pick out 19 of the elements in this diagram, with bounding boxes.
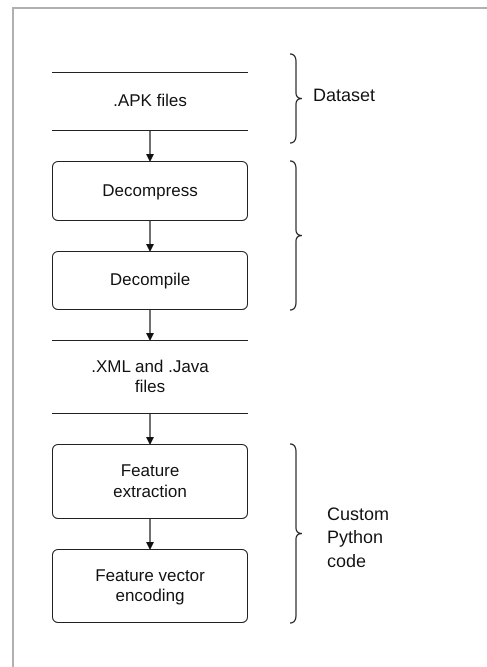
process-box [52, 161, 248, 221]
group-label: Dataset [313, 84, 376, 107]
data-store [52, 340, 248, 414]
node-label: Decompress [101, 180, 199, 202]
node-label: Decompile [108, 270, 192, 291]
group-label: Custom Python code [327, 503, 390, 573]
arrow [146, 131, 154, 162]
arrow [146, 221, 154, 252]
process-box [52, 444, 248, 519]
node-label: Feature extraction [112, 461, 188, 502]
process-box [52, 549, 248, 623]
arrow [146, 519, 154, 550]
data-store [52, 72, 248, 131]
arrow [146, 414, 154, 445]
node-label: .APK files [112, 91, 188, 112]
process-box [52, 251, 248, 310]
node-label: .XML and .Java files [90, 356, 210, 398]
arrow [146, 310, 154, 341]
node-label: Feature vector encoding [94, 566, 206, 606]
